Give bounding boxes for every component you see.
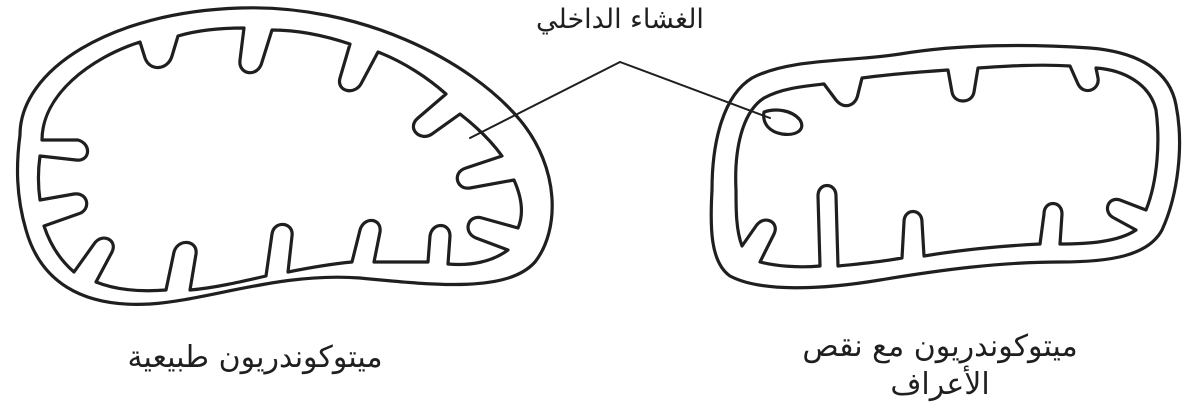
normal-mitochondrion-outer-membrane bbox=[18, 8, 553, 305]
normal-mitochondrion-inner-membrane bbox=[39, 28, 522, 291]
inner-membrane-label: الغشاء الداخلي bbox=[440, 4, 800, 35]
deficient-mitochondrion-inner-membrane bbox=[736, 65, 1158, 267]
deficient-mitochondrion-label-line1: ميتوكوندريون مع نقص bbox=[700, 328, 1180, 366]
leader-line-left bbox=[470, 62, 620, 138]
deficient-mitochondrion-label: ميتوكوندريون مع نقص الأعراف bbox=[700, 328, 1180, 404]
normal-mitochondrion-label: ميتوكوندريون طبيعية bbox=[60, 340, 450, 375]
leader-line-right bbox=[620, 62, 770, 118]
deficient-crista-bulge bbox=[764, 110, 802, 134]
deficient-mitochondrion-label-line2: الأعراف bbox=[700, 366, 1180, 404]
